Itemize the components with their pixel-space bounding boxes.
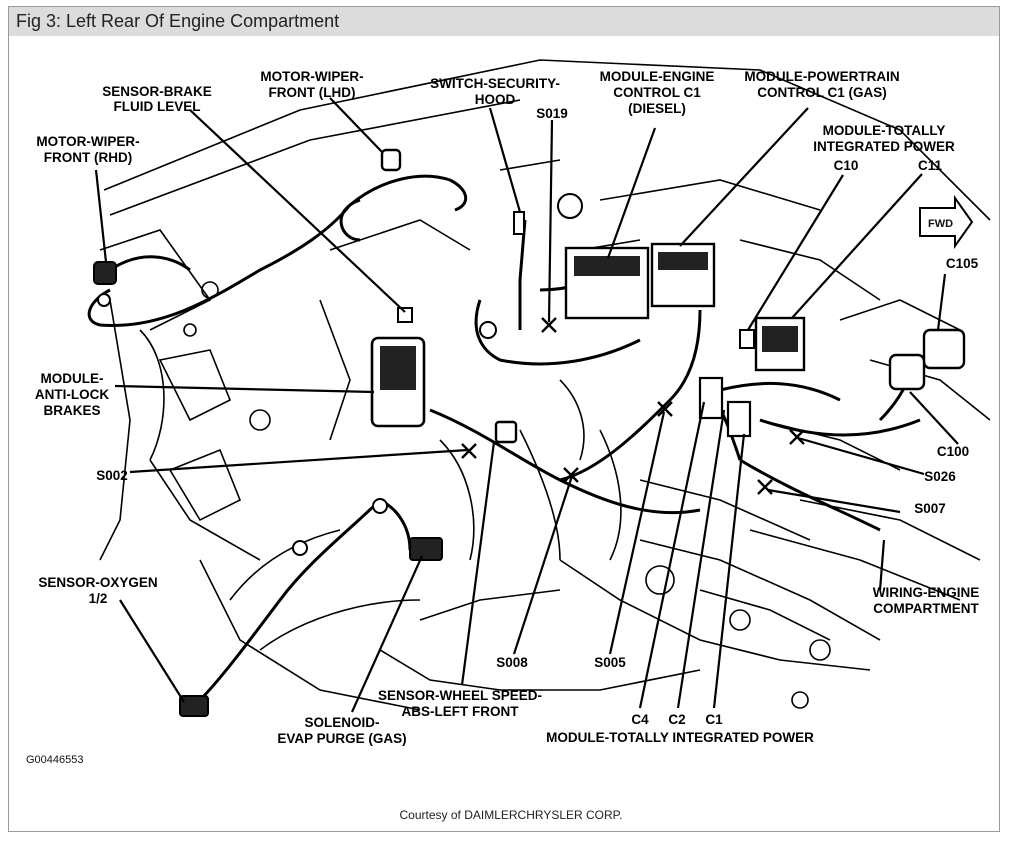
figure-title: Fig 3: Left Rear Of Engine Compartment xyxy=(16,11,340,31)
label-c1: C1 xyxy=(705,712,723,727)
fwd-label: FWD xyxy=(928,218,953,230)
label-c100: C100 xyxy=(937,444,969,459)
label-wiring-engine-compartment-1: WIRING-ENGINE xyxy=(873,585,980,600)
splice-markers xyxy=(461,317,805,495)
label-c11: C11 xyxy=(918,158,943,173)
label-sensor-oxygen-2: 1/2 xyxy=(89,591,108,606)
label-motor-wiper-lhd-1: MOTOR-WIPER- xyxy=(260,69,363,84)
label-sensor-wheel-speed-1: SENSOR-WHEEL SPEED- xyxy=(378,688,542,703)
component-art xyxy=(93,148,966,717)
label-module-engine-control-3: (DIESEL) xyxy=(628,101,686,116)
label-s008: S008 xyxy=(496,655,528,670)
figure-credit: Courtesy of DAIMLERCHRYSLER CORP. xyxy=(399,808,623,822)
figure-title-bar: Fig 3: Left Rear Of Engine Compartment xyxy=(9,7,999,36)
label-module-totally-integrated-power-2: INTEGRATED POWER xyxy=(813,139,955,154)
vehicle-structure-art xyxy=(99,59,991,711)
label-c4: C4 xyxy=(631,712,649,727)
label-module-engine-control-2: CONTROL C1 xyxy=(613,85,701,100)
label-module-totally-integrated-power-bottom: MODULE-TOTALLY INTEGRATED POWER xyxy=(546,730,814,745)
label-c2: C2 xyxy=(668,712,685,727)
label-sensor-oxygen-1: SENSOR-OXYGEN xyxy=(38,575,157,590)
label-sensor-wheel-speed-2: ABS-LEFT FRONT xyxy=(402,704,520,719)
label-c10: C10 xyxy=(834,158,859,173)
label-s005: S005 xyxy=(594,655,626,670)
label-solenoid-evap-purge-2: EVAP PURGE (GAS) xyxy=(277,731,406,746)
label-module-powertrain-control-1: MODULE-POWERTRAIN xyxy=(744,69,899,84)
label-motor-wiper-rhd-2: FRONT (RHD) xyxy=(44,150,132,165)
label-module-anti-lock-brakes-2: ANTI-LOCK xyxy=(35,387,109,402)
label-sensor-brake-fluid-level-1: SENSOR-BRAKE xyxy=(102,84,212,99)
label-s007: S007 xyxy=(914,501,946,516)
callout-labels: SENSOR-BRAKE FLUID LEVEL MOTOR-WIPER- FR… xyxy=(26,69,979,766)
label-s026: S026 xyxy=(924,469,956,484)
label-switch-security-hood-1: SWITCH-SECURITY- xyxy=(430,76,560,91)
label-s019: S019 xyxy=(536,106,568,121)
leader-lines xyxy=(94,97,959,713)
label-motor-wiper-rhd-1: MOTOR-WIPER- xyxy=(36,134,139,149)
label-module-powertrain-control-2: CONTROL C1 (GAS) xyxy=(757,85,887,100)
figure-frame: Fig 3: Left Rear Of Engine Compartment xyxy=(8,6,1000,832)
label-module-engine-control-1: MODULE-ENGINE xyxy=(600,69,715,84)
label-sensor-brake-fluid-level-2: FLUID LEVEL xyxy=(114,99,201,114)
label-module-totally-integrated-power-1: MODULE-TOTALLY xyxy=(823,123,946,138)
label-c105: C105 xyxy=(946,256,979,271)
label-module-anti-lock-brakes-3: BRAKES xyxy=(43,403,100,418)
figure-image-id: G00446553 xyxy=(26,754,84,766)
wiring-harness-art xyxy=(87,174,921,702)
label-module-anti-lock-brakes-1: MODULE- xyxy=(41,371,104,386)
label-s002: S002 xyxy=(96,468,128,483)
label-motor-wiper-lhd-2: FRONT (LHD) xyxy=(269,85,356,100)
label-switch-security-hood-2: HOOD xyxy=(475,92,516,107)
label-solenoid-evap-purge-1: SOLENOID- xyxy=(304,715,379,730)
label-wiring-engine-compartment-2: COMPARTMENT xyxy=(873,601,979,616)
fwd-arrow-icon: FWD xyxy=(919,194,974,250)
